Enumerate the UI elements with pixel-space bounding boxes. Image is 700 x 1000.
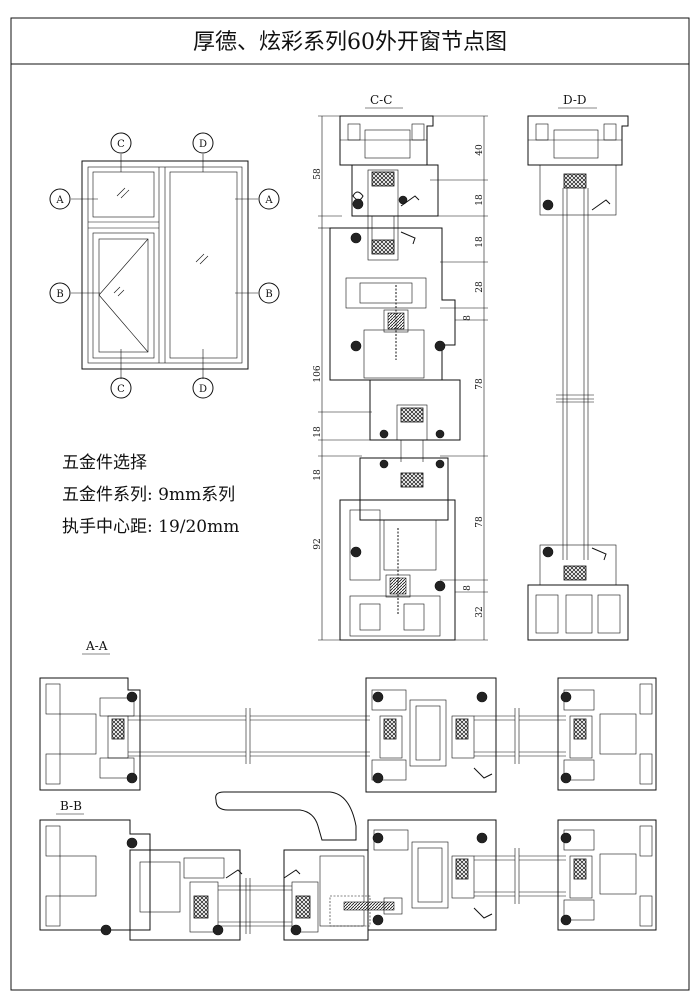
marker-b-left: B xyxy=(49,282,71,304)
section-bb-label: B-B xyxy=(60,799,82,813)
dim-28: 28 xyxy=(475,281,485,293)
hardware-heading: 五金件选择 xyxy=(62,453,147,473)
dim-78a: 78 xyxy=(475,378,485,390)
dim-58: 58 xyxy=(313,168,323,180)
svg-text:B: B xyxy=(265,289,272,300)
section-cut-lines xyxy=(71,154,258,379)
marker-a-left: A xyxy=(49,188,71,210)
sheet-border xyxy=(10,17,690,991)
dim-18d: 18 xyxy=(313,469,323,481)
section-bb-drawing xyxy=(39,791,657,941)
drawing-title: 厚德、炫彩系列60外开窗节点图 xyxy=(193,30,507,55)
dim-106: 106 xyxy=(313,365,323,382)
marker-c-top: C xyxy=(110,132,132,154)
dim-18a: 18 xyxy=(475,194,485,206)
dim-40: 40 xyxy=(475,144,485,156)
svg-text:D: D xyxy=(199,384,207,395)
dim-8a: 8 xyxy=(463,315,473,321)
svg-text:A: A xyxy=(264,195,273,206)
dim-78b: 78 xyxy=(475,516,485,528)
marker-a-right: A xyxy=(258,188,280,210)
marker-d-bottom: D xyxy=(192,377,214,399)
hardware-series: 五金件系列: 9mm系列 xyxy=(62,485,235,505)
marker-b-right: B xyxy=(258,282,280,304)
section-dd-drawing xyxy=(527,115,629,641)
svg-text:C: C xyxy=(117,139,125,150)
section-dd-label: D-D xyxy=(563,93,587,107)
svg-text:D: D xyxy=(199,139,207,150)
dim-8b: 8 xyxy=(463,585,473,591)
section-aa-drawing xyxy=(39,677,657,793)
svg-text:C: C xyxy=(117,384,125,395)
section-cc-drawing xyxy=(329,115,461,641)
marker-d-top: D xyxy=(192,132,214,154)
dim-92: 92 xyxy=(313,538,323,549)
window-elevation xyxy=(81,160,249,370)
svg-text:A: A xyxy=(55,195,64,206)
marker-c-bottom: C xyxy=(110,377,132,399)
dim-18c: 18 xyxy=(313,426,323,438)
section-aa-label: A-A xyxy=(85,639,108,653)
dim-32: 32 xyxy=(475,606,485,617)
svg-text:B: B xyxy=(56,289,63,300)
section-cc-label: C-C xyxy=(370,93,392,107)
cc-dimension-lines xyxy=(318,115,488,641)
dim-18b: 18 xyxy=(475,236,485,248)
handle-distance: 执手中心距: 19/20mm xyxy=(62,517,239,537)
